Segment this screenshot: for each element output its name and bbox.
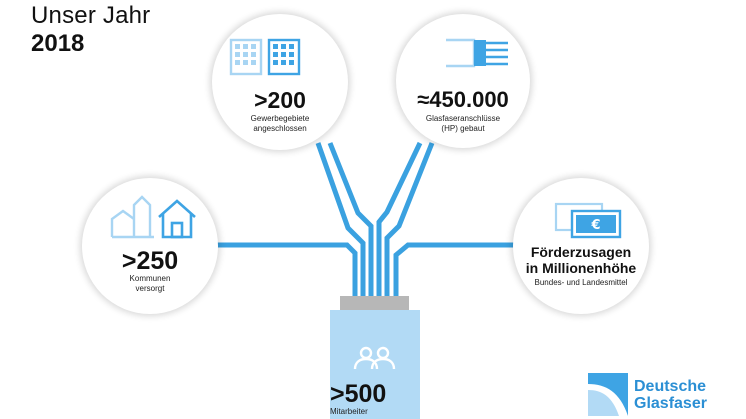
stat-value-foerderzusagen: Förderzusagen in Millionenhöhe [525,244,637,276]
stat-value-glasfaseranschluesse: ≈450.000 [417,87,509,112]
stat-caption-glasfaseranschluesse: Glasfaseranschlüsse (HP) gebaut [425,114,501,133]
deutsche-glasfaser-logo: Deutsche Glasfaser [582,370,746,419]
page-title: Unser Jahr 2018 [31,2,150,58]
fiber-line-foerder [393,242,515,297]
stat-box-mitarbeiter: >500 Mitarbeiter [330,310,420,419]
logo-line-2: Glasfaser [634,395,707,412]
stat-caption-kommunen: Kommunen versorgt [129,274,171,293]
stat-caption-gewerbegebiete: Gewerbegebiete angeschlossen [250,114,310,133]
connector-cap [340,296,409,310]
title-year: 2018 [31,30,85,57]
logo-line-1: Deutsche [634,378,707,395]
people-icon [353,346,396,370]
title-line-1: Unser Jahr [31,2,151,29]
office-buildings-icon [229,38,301,76]
fiber-line-gewerbe-1 [315,142,366,297]
stat-value-mitarbeiter: >500 [330,380,387,408]
stat-caption-foerderzusagen: Bundes- und Landesmittel [534,278,628,287]
stat-value-gewerbegebiete: >200 [254,87,306,113]
stat-circle-glasfaseranschluesse: ≈450.000 Glasfaseranschlüsse (HP) gebaut [396,14,530,148]
svg-text:€: € [590,218,600,233]
logo-swoosh-icon [588,373,628,416]
fiber-line-glasfaser-1 [376,141,423,297]
fiber-cable-icon [446,38,508,68]
stat-caption-mitarbeiter: Mitarbeiter [330,407,368,416]
stat-circle-foerderzusagen: € Förderzusagen in Millionenhöhe Bundes-… [513,178,649,314]
fiber-line-gewerbe-2 [327,142,374,297]
stat-circle-kommunen: >250 Kommunen versorgt [82,178,218,314]
fiber-line-kommunen [216,242,358,297]
stat-circle-gewerbegebiete: >200 Gewerbegebiete angeschlossen [212,14,348,150]
logo-text: Deutsche Glasfaser [634,378,707,412]
fiber-line-glasfaser-2 [384,142,435,297]
euro-banknotes-icon: € [554,202,622,239]
houses-icon [110,195,196,239]
stat-value-kommunen: >250 [121,247,179,275]
